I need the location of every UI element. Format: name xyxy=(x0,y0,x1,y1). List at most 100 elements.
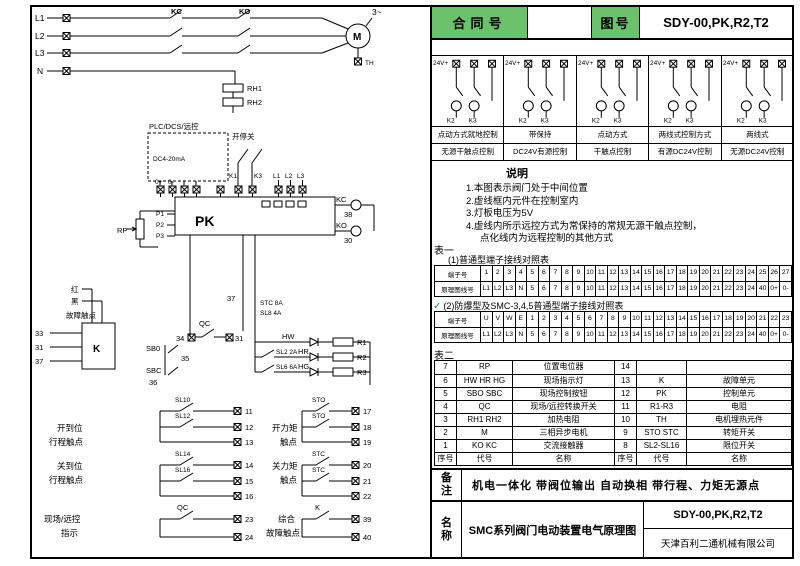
wiring-option-panel: 24V+ K2 K3 两线式控制方式 有源DC24V控制 xyxy=(649,56,722,160)
terminal-cell: 24 xyxy=(746,266,758,281)
contract-number-value xyxy=(528,7,592,38)
terminal-cell: 13 xyxy=(665,312,677,327)
relay-k2-label: K2 xyxy=(519,118,527,125)
component-code-2: STO STC xyxy=(637,427,687,439)
wire-38-label: 38 xyxy=(344,210,352,219)
qc2-label: QC xyxy=(177,503,189,512)
option-signal-label: 无源DC24V控制 xyxy=(721,143,794,160)
wire-row-header: 原理图线号 xyxy=(435,328,481,342)
terminal-cell: 21 xyxy=(757,312,769,327)
relay-k3-label: K3 xyxy=(614,118,622,125)
wire-cell: 0- xyxy=(782,331,789,338)
wire-cell: 9 xyxy=(573,282,585,296)
wire-cell: 10 xyxy=(585,328,597,342)
wire-cell: 14 xyxy=(631,282,643,296)
component-index: 5 xyxy=(435,388,457,400)
wire-cell: L2 xyxy=(493,282,505,296)
p1-label: P1 xyxy=(156,211,164,218)
voltage-24v-label: 24V+ xyxy=(650,60,665,67)
combined-label: 综合 xyxy=(278,514,296,524)
terminal-cell: 18 xyxy=(677,266,689,281)
terminal-cell: 10 xyxy=(631,312,643,327)
wire-cell: 8 xyxy=(562,328,574,342)
motor-label: M xyxy=(353,32,361,43)
terminal-cell: 14 xyxy=(631,266,643,281)
sl6-label: SL6 6A xyxy=(276,364,298,371)
wire-cell: 12 xyxy=(608,328,620,342)
wire-cell: 10 xyxy=(585,282,597,296)
wiring-option-panel: 24V+ K2 K3 两线式 无源DC24V控制 xyxy=(721,56,794,160)
pk-l2-label: L2 xyxy=(285,173,293,180)
terminal-cell: U xyxy=(481,312,493,327)
panel-divider xyxy=(430,5,432,559)
wire-cell: 24 xyxy=(746,328,758,342)
component-index-2: 13 xyxy=(615,375,637,387)
wiring-option-diagram: 24V+ K2 K3 xyxy=(650,59,714,125)
option-signal-label: 干触点控制 xyxy=(576,143,649,160)
component-name: 现场控制按钮 xyxy=(513,388,615,400)
component-code: 代号 xyxy=(457,453,513,465)
component-name: 现场指示灯 xyxy=(513,375,615,387)
wire-cell: N xyxy=(516,282,528,296)
component-name-2 xyxy=(687,361,791,374)
terminal-cell: E xyxy=(516,312,528,327)
component-index-2: 9 xyxy=(615,427,637,439)
component-code: RH1 RH2 xyxy=(457,414,513,426)
pk-l1-label: L1 xyxy=(273,173,281,180)
terminal-cell: 19 xyxy=(734,312,746,327)
wire-cell: L1 xyxy=(481,282,493,296)
option-mode-label: 两线式控制方式 xyxy=(649,126,721,143)
component-name: 三相异步电机 xyxy=(513,427,615,439)
note-line: 4.虚线内所示远控方式为常保持的常规无源干触点控制， xyxy=(466,220,702,232)
hg-lamp-label: HG xyxy=(298,362,309,371)
terminal-cell: V xyxy=(493,312,505,327)
voltage-24v-label: 24V+ xyxy=(723,60,738,67)
wire-cell: 8 xyxy=(562,282,574,296)
term-22: 22 xyxy=(363,492,371,501)
name-label: 名称 xyxy=(432,502,462,557)
terminal-cell: 22 xyxy=(769,312,781,327)
wire-cell: L2 xyxy=(493,328,505,342)
wire-cell: 5 xyxy=(527,282,539,296)
indicate-label: 指示 xyxy=(61,528,78,538)
component-row: 4 QC 现场/远控转换开关 11 R1-R3 电阻 xyxy=(435,400,791,413)
wire-cell: 23 xyxy=(734,328,746,342)
note-line: 3.灯板电压为5V xyxy=(466,208,534,219)
close-limit-label: 关到位 xyxy=(57,461,83,471)
option-signal-label: 无源干触点控制 xyxy=(432,143,504,160)
component-index: 3 xyxy=(435,414,457,426)
component-code: KO KC xyxy=(457,440,513,452)
component-name-2: 电阻 xyxy=(731,402,747,411)
terminal-cell: 16 xyxy=(654,266,666,281)
terminal-cell: 22 xyxy=(723,266,735,281)
wire-cell: 23 xyxy=(734,282,746,296)
component-code: QC xyxy=(457,401,513,413)
relay-k2-label: K2 xyxy=(664,118,672,125)
wire-cell: 6 xyxy=(539,282,551,296)
p2-label: P2 xyxy=(156,222,164,229)
wire-cell: 0+ xyxy=(769,328,781,342)
component-name-2: 限位开关 xyxy=(723,441,755,450)
term-13: 13 xyxy=(245,438,253,447)
title-row: 合同号 图号 SDY-00,PK,R2,T2 xyxy=(430,5,794,40)
terminal-cell: 18 xyxy=(723,312,735,327)
terminal-cell: 3 xyxy=(504,266,516,281)
wire-cell: 9 xyxy=(573,328,585,342)
term-11: 11 xyxy=(245,407,253,416)
limit-contact-label-2: 行程触点 xyxy=(49,475,84,485)
terminal-cell: 27 xyxy=(781,269,790,276)
wire-cell: 22 xyxy=(723,282,735,296)
terminal-cell: 13 xyxy=(619,266,631,281)
contact-label: 触点 xyxy=(280,437,298,447)
terminal-cell: 15 xyxy=(688,312,700,327)
wire-cell: 13 xyxy=(619,282,631,296)
qc-switch xyxy=(187,328,234,342)
indicator-lamp-rows xyxy=(255,337,371,385)
wire-37b-label: 37 xyxy=(35,357,43,366)
option-mode-label: 点动方式就地控制 xyxy=(432,126,504,143)
component-code: RP xyxy=(457,361,513,374)
wire-row-header: 原理图线号 xyxy=(435,282,481,296)
